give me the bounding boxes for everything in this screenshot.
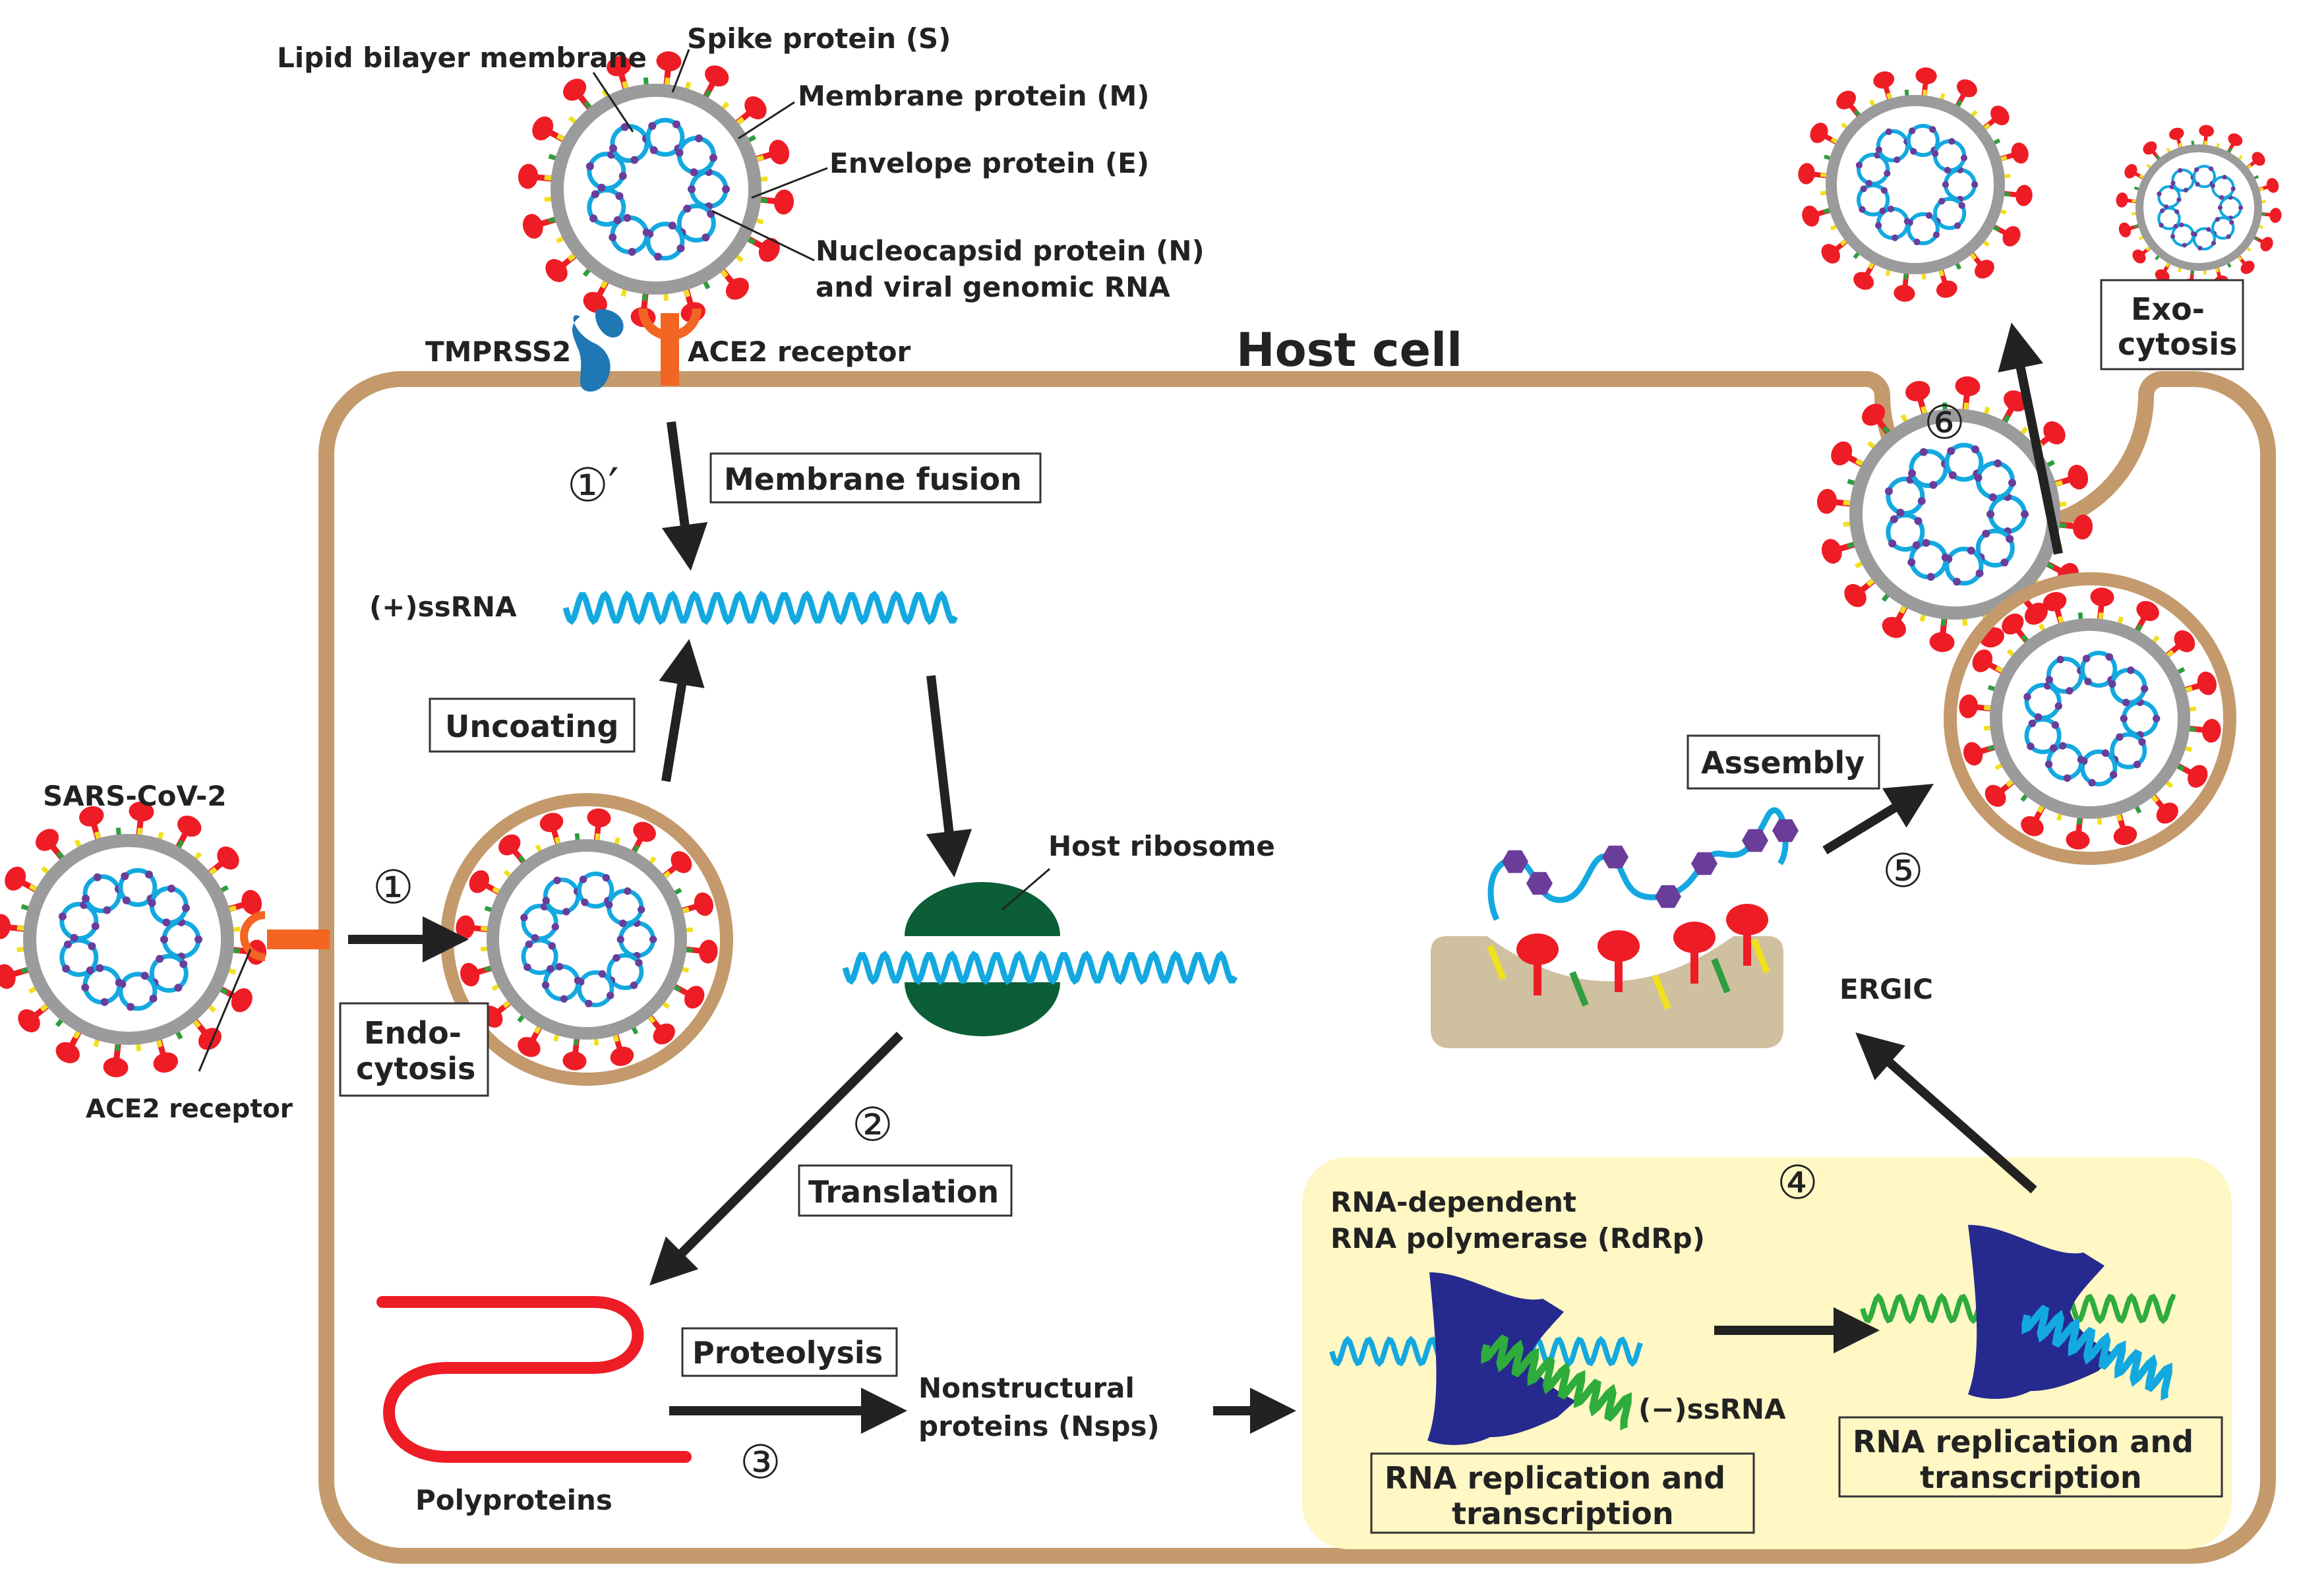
label-nucleocapsid-1: Nucleocapsid protein (N) (816, 235, 1205, 267)
box-uncoating: Uncoating (429, 697, 636, 753)
virus-name-label: SARS-CoV-2 (43, 780, 227, 812)
svg-text:transcription: transcription (1452, 1496, 1674, 1531)
step-5: ⑤ (1882, 844, 1924, 898)
svg-text:transcription: transcription (1920, 1460, 2142, 1495)
step-3: ③ (740, 1435, 781, 1489)
label-spike-protein: Spike protein (S) (687, 22, 951, 55)
virion-released-3 (2116, 125, 2282, 291)
label-rdrp-1: RNA-dependent (1330, 1186, 1576, 1218)
virion-endosome (456, 808, 718, 1071)
svg-text:Proteolysis: Proteolysis (692, 1335, 883, 1371)
label-nsps-1: Nonstructural (918, 1372, 1135, 1404)
ace2-receptor-left (240, 911, 330, 961)
label-nsps-2: proteins (Nsps) (918, 1410, 1160, 1442)
box-exocytosis: Exo- cytosis (2100, 279, 2244, 370)
label-ace2-top: ACE2 receptor (688, 336, 911, 368)
negative-rna-1 (1481, 1334, 1632, 1431)
box-replication-2: RNA replication and transcription (1838, 1416, 2223, 1498)
arrow-to-ergic (1855, 1032, 2037, 1194)
box-replication-1: RNA replication and transcription (1370, 1452, 1755, 1534)
virion-top (518, 51, 794, 328)
polyprotein-strand (376, 1296, 692, 1463)
host-cell-title: Host cell (1236, 323, 1462, 377)
arrow-to-ribosome (926, 675, 972, 877)
step-2: ② (852, 1098, 893, 1152)
nucleocapsid-beads (1502, 819, 1799, 908)
virion-released-1 (1798, 67, 2033, 302)
ace2-receptor-top (638, 308, 702, 386)
box-endocytosis: Endo- cytosis (339, 1002, 489, 1097)
label-ssrna-positive: (+)ssRNA (369, 591, 517, 623)
assembling-rna (1487, 807, 1789, 921)
vesicle-membrane (1944, 572, 2236, 865)
label-host-ribosome: Host ribosome (1048, 830, 1275, 862)
svg-text:RNA replication and: RNA replication and (1385, 1460, 1725, 1496)
ssrna-positive-strand (562, 591, 958, 625)
arrow-assembly (1822, 784, 1934, 854)
step-6: ⑥ (1924, 396, 1965, 450)
label-polyproteins: Polyproteins (415, 1484, 612, 1516)
arrow-translation (649, 1032, 903, 1286)
label-nucleocapsid-2: and viral genomic RNA (816, 271, 1170, 303)
arrow-fusion (661, 421, 708, 571)
svg-text:Membrane fusion: Membrane fusion (724, 461, 1022, 497)
arrow-exocytosis (1998, 322, 2063, 555)
positive-rna-2 (2021, 1305, 2172, 1401)
label-ace2-left: ACE2 receptor (86, 1094, 293, 1124)
svg-text:Translation: Translation (808, 1174, 999, 1210)
label-envelope-protein: Envelope protein (E) (829, 147, 1149, 179)
label-ssrna-negative: (−)ssRNA (1638, 1393, 1786, 1425)
label-lipid-bilayer: Lipid bilayer membrane (277, 42, 647, 74)
virion-label-leaders (592, 49, 828, 262)
step-1: ① (373, 860, 414, 914)
box-translation: Translation (798, 1164, 1013, 1217)
label-rdrp-2: RNA polymerase (RdRp) (1330, 1222, 1705, 1255)
box-assembly: Assembly (1687, 734, 1880, 790)
box-membrane-fusion: Membrane fusion (709, 452, 1042, 504)
svg-text:cytosis: cytosis (2118, 326, 2237, 362)
step-1-prime: ①′ (567, 458, 619, 512)
arrow-uncoating (659, 639, 705, 783)
tmprss2-protease (572, 309, 624, 392)
virion-assembled (1959, 587, 2221, 850)
label-ergic: ERGIC (1839, 973, 1933, 1005)
svg-text:Assembly: Assembly (1701, 745, 1865, 781)
step-4: ④ (1777, 1156, 1818, 1210)
svg-text:Endo-: Endo- (364, 1015, 462, 1051)
svg-text:Exo-: Exo- (2131, 291, 2205, 327)
host-ribosome (905, 882, 1060, 1036)
box-proteolysis: Proteolysis (681, 1327, 898, 1377)
mrna-on-ribosome (842, 951, 1238, 985)
label-tmprss2: TMPRSS2 (425, 336, 571, 368)
label-membrane-protein: Membrane protein (M) (798, 80, 1149, 112)
virion-left (0, 801, 267, 1078)
svg-text:Uncoating: Uncoating (445, 709, 618, 744)
ergic-proteins (1487, 904, 1770, 1010)
svg-text:RNA replication and: RNA replication and (1853, 1424, 2194, 1460)
svg-text:cytosis: cytosis (356, 1051, 475, 1086)
